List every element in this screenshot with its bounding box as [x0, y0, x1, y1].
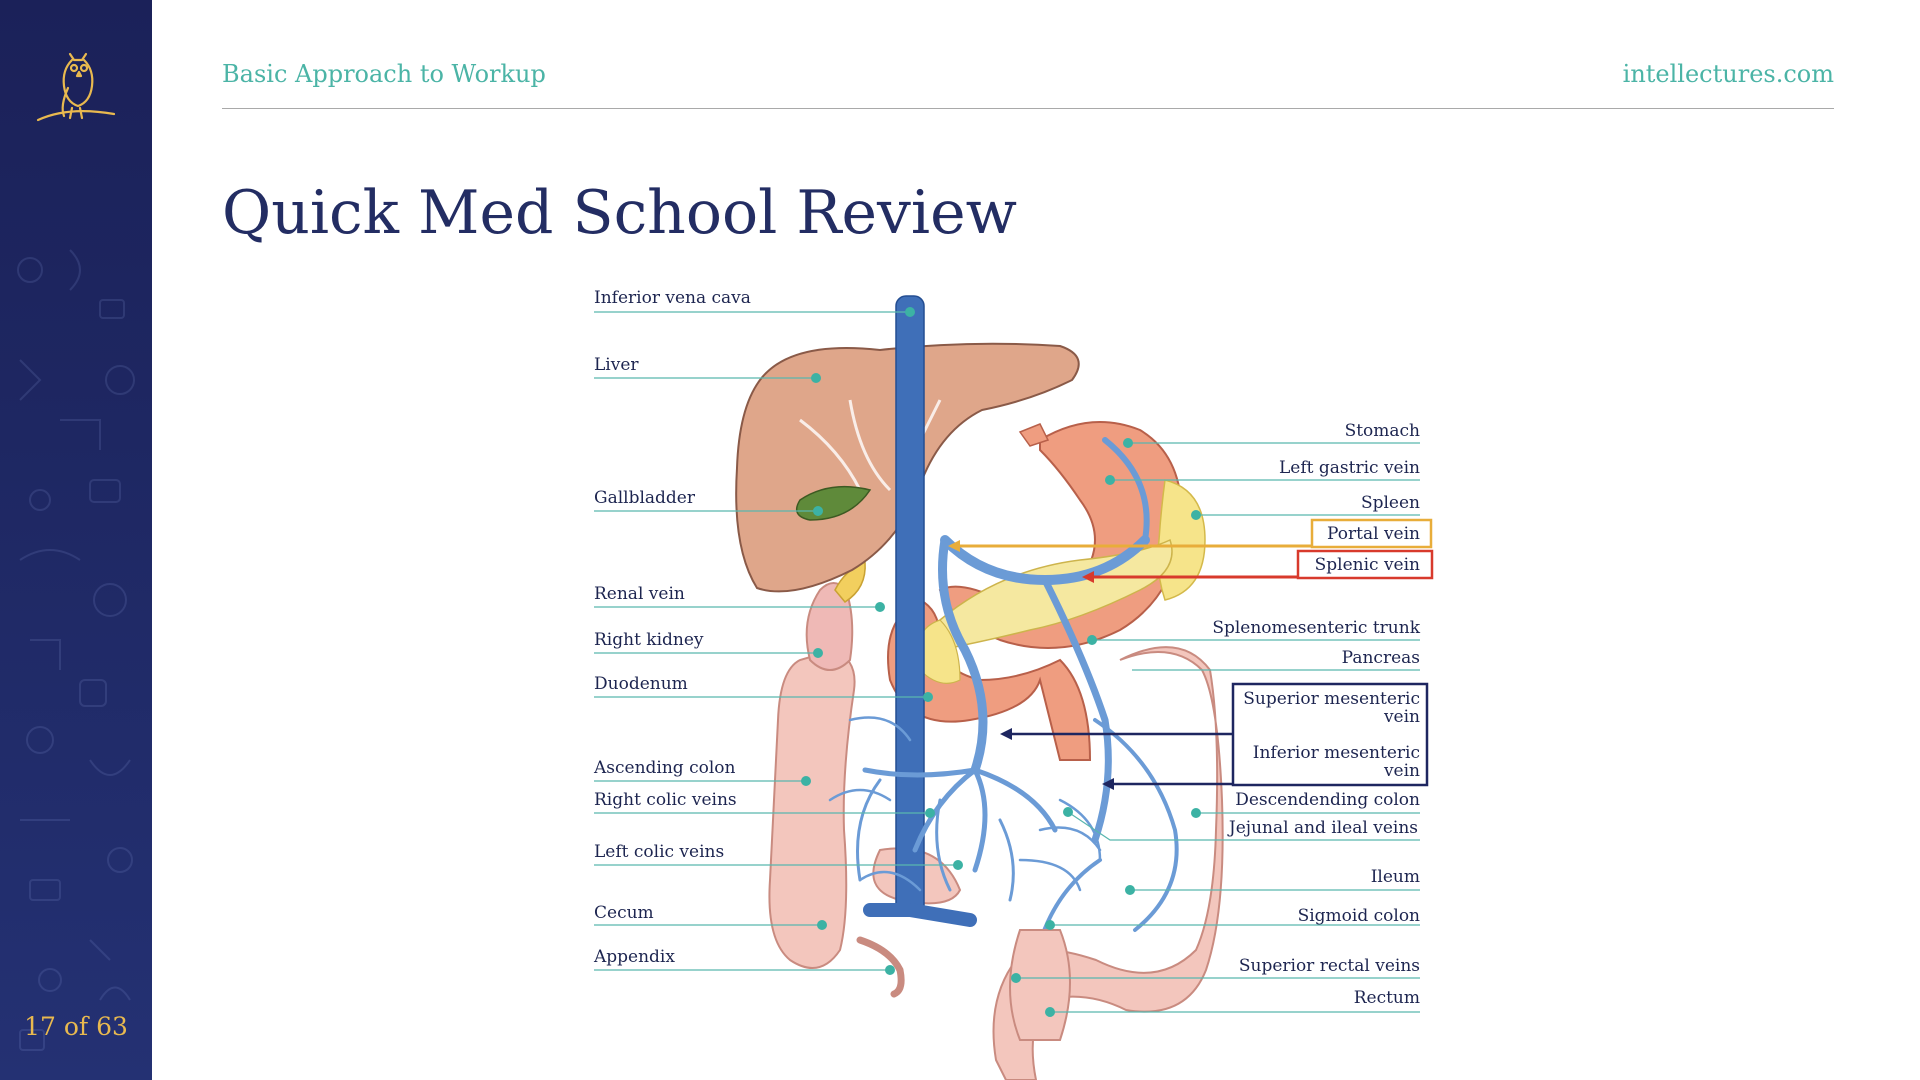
- mesenteric-veins-highlight: [1000, 682, 1429, 790]
- label-jejunal-ileal-veins: Jejunal and ileal veins: [1227, 818, 1418, 838]
- label-sigmoid-colon: Sigmoid colon: [1298, 906, 1420, 926]
- label-renal-vein: Renal vein: [594, 584, 685, 604]
- spleen-shape: [1157, 479, 1206, 601]
- label-inferior-mesenteric-vein-line1: Inferior mesenteric: [1253, 743, 1420, 763]
- page-counter: 17 of 63: [24, 1012, 128, 1041]
- label-duodenum: Duodenum: [594, 674, 688, 694]
- label-liver: Liver: [594, 355, 639, 375]
- ivc-shape: [895, 295, 925, 917]
- label-portal-vein: Portal vein: [1327, 524, 1420, 544]
- rectum-shape: [1009, 929, 1071, 1041]
- label-right-colic-veins: Right colic veins: [594, 790, 737, 810]
- sidebar: 17 of 63: [0, 0, 152, 1080]
- label-right-kidney: Right kidney: [594, 630, 704, 650]
- header-divider: [222, 108, 1834, 109]
- label-superior-rectal-veins: Superior rectal veins: [1239, 956, 1420, 976]
- label-inferior-mesenteric-vein-line2: vein: [1383, 761, 1420, 781]
- section-title: Basic Approach to Workup: [222, 60, 546, 88]
- label-stomach: Stomach: [1345, 421, 1420, 441]
- label-left-colic-veins: Left colic veins: [594, 842, 724, 862]
- label-gallbladder: Gallbladder: [594, 488, 696, 508]
- anatomy-illustration: [735, 295, 1224, 1080]
- label-cecum: Cecum: [594, 903, 654, 923]
- label-descending-colon: Descendending colon: [1235, 790, 1420, 810]
- label-splenic-vein: Splenic vein: [1315, 555, 1420, 575]
- page-title: Quick Med School Review: [222, 178, 1017, 248]
- label-superior-mesenteric-vein-line1: Superior mesenteric: [1243, 689, 1420, 709]
- label-pancreas: Pancreas: [1342, 648, 1420, 668]
- left-leader-lines: [594, 307, 963, 975]
- label-ascending-colon: Ascending colon: [593, 758, 736, 778]
- splenic-vein-highlight: [1082, 549, 1434, 583]
- medical-pattern-background: [17, 249, 135, 1051]
- appendix-shape: [856, 936, 905, 998]
- right-labels: Stomach Left gastric vein Spleen Portal …: [1212, 421, 1420, 1008]
- label-superior-mesenteric-vein-line2: vein: [1383, 707, 1420, 727]
- right-leader-lines: [1011, 438, 1420, 1017]
- label-inferior-vena-cava: Inferior vena cava: [594, 288, 751, 308]
- ascending-colon-shape: [768, 648, 856, 969]
- label-ileum: Ileum: [1371, 867, 1420, 887]
- portal-vein-highlight: [948, 518, 1433, 552]
- label-rectum: Rectum: [1354, 988, 1420, 1008]
- label-spleen: Spleen: [1361, 493, 1420, 513]
- left-labels: Inferior vena cava Liver Gallbladder Ren…: [593, 288, 751, 967]
- label-left-gastric-vein: Left gastric vein: [1279, 458, 1420, 478]
- site-link[interactable]: intellectures.com: [1622, 60, 1834, 88]
- label-splenomesenteric-trunk: Splenomesenteric trunk: [1212, 618, 1420, 638]
- owl-logo-icon: [36, 52, 116, 122]
- label-appendix: Appendix: [593, 947, 675, 967]
